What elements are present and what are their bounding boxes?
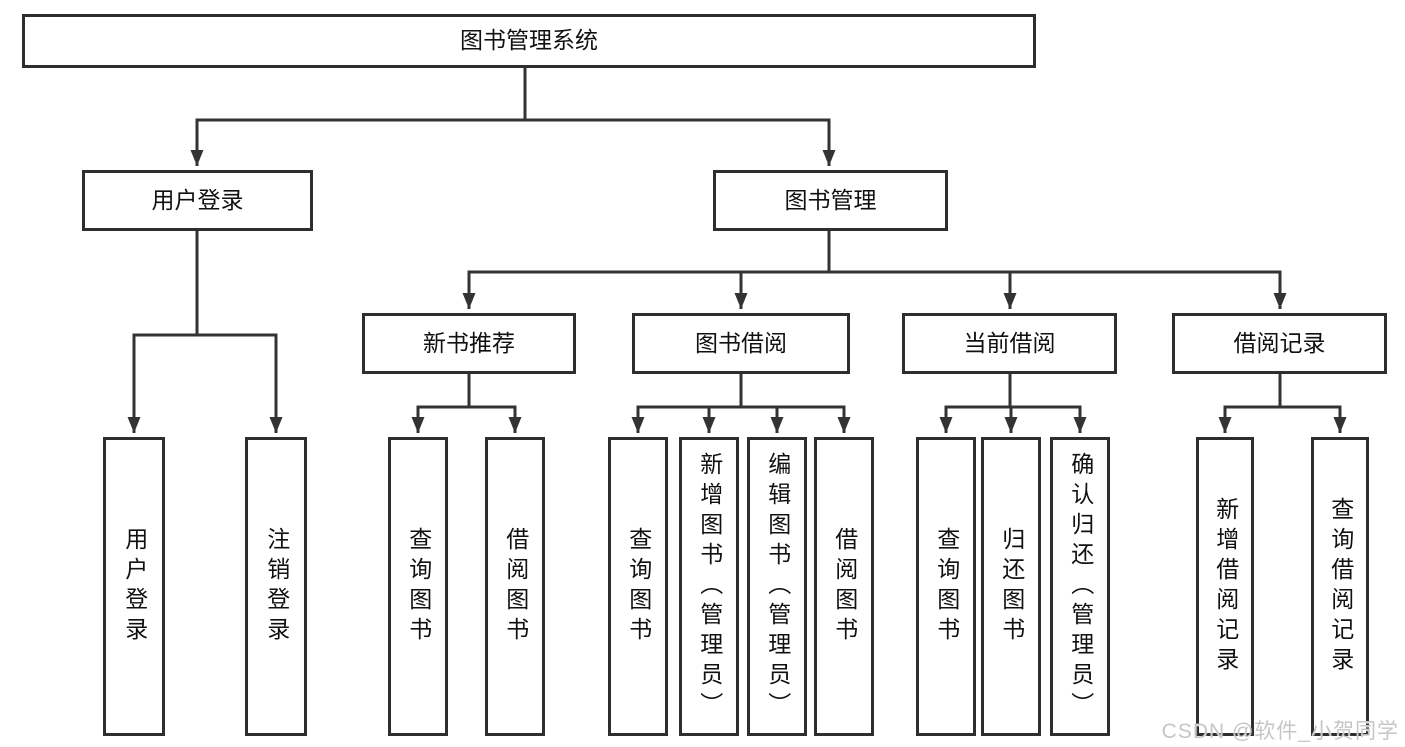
leaf-logout-label: 注销登录 [263,526,290,647]
leaf-borrow-books-2-label: 借阅图书 [831,526,858,647]
leaf-return-book: 归还图书 [981,437,1041,736]
leaf-edit-book-admin-label: 编辑图书（管理员） [764,451,791,722]
node-root-label: 图书管理系统 [460,27,598,54]
leaf-borrow-books-1: 借阅图书 [485,437,545,736]
leaf-user-login-label: 用户登录 [121,526,148,647]
leaf-query-borrow-record-label: 查询借阅记录 [1327,496,1354,677]
leaf-query-borrow-record: 查询借阅记录 [1311,437,1369,736]
leaf-query-books-1-label: 查询图书 [405,526,432,647]
node-borrow-records: 借阅记录 [1172,313,1387,374]
leaf-borrow-books-2: 借阅图书 [814,437,874,736]
leaf-add-borrow-record: 新增借阅记录 [1196,437,1254,736]
node-book-management: 图书管理 [713,170,948,231]
node-new-book-recommend: 新书推荐 [362,313,576,374]
leaf-add-book-admin: 新增图书（管理员） [679,437,739,736]
leaf-confirm-return-admin-label: 确认归还（管理员） [1067,451,1094,722]
node-book-borrow: 图书借阅 [632,313,850,374]
node-new-book-recommend-label: 新书推荐 [423,329,515,356]
leaf-edit-book-admin: 编辑图书（管理员） [747,437,807,736]
node-book-management-label: 图书管理 [784,186,877,213]
node-user-login-label: 用户登录 [151,186,244,213]
csdn-watermark: CSDN @软件_小贺同学 [1161,720,1399,743]
leaf-query-books-2: 查询图书 [608,437,668,736]
node-user-login: 用户登录 [82,170,313,231]
leaf-confirm-return-admin: 确认归还（管理员） [1050,437,1110,736]
leaf-add-borrow-record-label: 新增借阅记录 [1212,496,1239,677]
leaf-query-books-1: 查询图书 [388,437,448,736]
leaf-query-books-2-label: 查询图书 [625,526,652,647]
node-current-borrow: 当前借阅 [902,313,1117,374]
leaf-user-login: 用户登录 [103,437,165,736]
leaf-return-book-label: 归还图书 [998,526,1025,647]
node-borrow-records-label: 借阅记录 [1233,329,1326,356]
node-book-borrow-label: 图书借阅 [695,329,787,356]
leaf-logout: 注销登录 [245,437,307,736]
leaf-add-book-admin-label: 新增图书（管理员） [696,451,723,722]
node-current-borrow-label: 当前借阅 [963,329,1056,356]
leaf-query-books-3: 查询图书 [916,437,976,736]
leaf-borrow-books-1-label: 借阅图书 [502,526,529,647]
node-root: 图书管理系统 [22,14,1036,68]
leaf-query-books-3-label: 查询图书 [933,526,960,647]
